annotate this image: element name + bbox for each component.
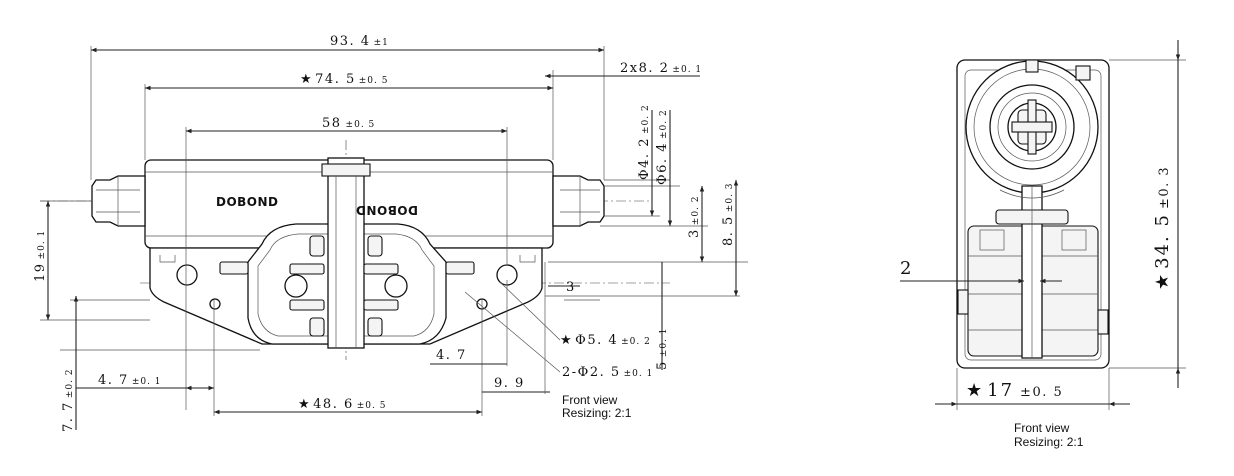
brand-text-right: DOBOND <box>355 203 418 217</box>
socket-left <box>91 175 146 227</box>
brand-text-left: DOBOND <box>216 195 279 209</box>
front-body: DOBOND DOBOND <box>144 157 554 349</box>
dim-2x8-2: 2x8. 2±0. 1 <box>620 61 702 76</box>
dim-phi2-5: 2-Φ2. 5±0. 1 <box>562 365 653 380</box>
dim-phi4-2: Φ4. 2±0. 2 <box>637 104 652 180</box>
dim-17: ★17±0. 5 <box>966 380 1063 401</box>
dim-phi5-4: ★Φ5. 4±0. 2 <box>560 333 651 348</box>
dim-8-5: 8. 5±0. 3 <box>721 182 736 246</box>
leader-phi5-4 <box>499 281 561 341</box>
dim-5: 5±0. 1 <box>655 328 670 371</box>
side-view-label: Front view <box>1014 421 1070 435</box>
dim-74-5: ★74. 5±0. 5 <box>300 72 388 87</box>
front-view-label: Front view <box>562 393 618 407</box>
leader-phi2-5 <box>464 291 561 373</box>
extension-lines <box>40 46 748 416</box>
dim-3: 3±0. 2 <box>687 196 702 239</box>
socket-right <box>552 175 605 227</box>
dim-4-7a: 4. 7 <box>436 348 467 363</box>
front-view-scale: Resizing: 2:1 <box>562 406 632 420</box>
dim-9-9: 9. 9 <box>494 376 525 391</box>
side-view: 2 ★34. 5±0. 3 ★17±0. 5 Front view Resizi… <box>900 40 1186 449</box>
mount-hole-left <box>176 264 198 286</box>
dim-phi6-4: Φ6. 4±0. 2 <box>655 109 670 185</box>
dim-4-7b: 4. 7±0. 1 <box>98 373 162 388</box>
dim-7-7: 7. 7±0. 2 <box>61 368 76 432</box>
dim-side-2: 2 <box>900 258 913 279</box>
dim-93-4: 93. 4±1 <box>330 34 389 49</box>
dim-58: 58±0. 5 <box>322 116 375 131</box>
dim-34-5: ★34. 5±0. 3 <box>1152 166 1173 290</box>
front-view: DOBOND DOBOND <box>33 34 748 432</box>
dim-48-6: ★48. 6±0. 5 <box>298 397 386 412</box>
dim-3b: 3 <box>566 280 576 295</box>
side-view-scale: Resizing: 2:1 <box>1014 435 1084 449</box>
dim-19: 19±0. 1 <box>33 230 48 282</box>
small-hole-left <box>209 298 221 310</box>
